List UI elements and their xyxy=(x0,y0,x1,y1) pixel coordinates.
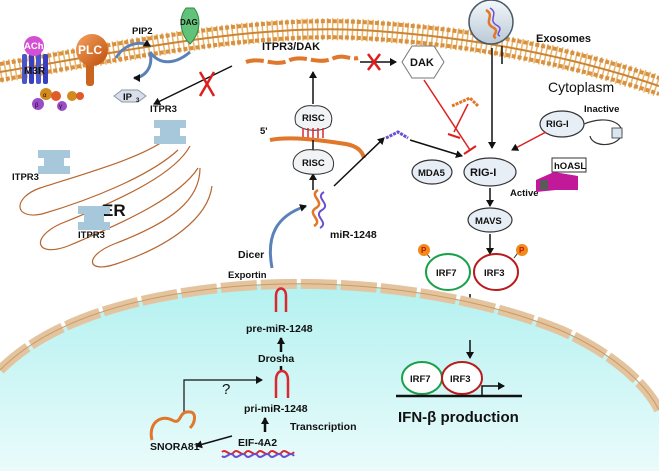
m3r-label: M3R xyxy=(24,66,46,77)
block-x-left xyxy=(198,71,216,97)
risc-label-lower: RISC xyxy=(302,158,325,169)
active-label: Active xyxy=(510,188,539,199)
eif4a2-label: EIF-4A2 xyxy=(238,437,277,449)
free-mirna-2 xyxy=(385,130,409,140)
m3r-receptor: M3R xyxy=(22,52,48,84)
mir-to-cytoplasm-arrow xyxy=(333,137,385,187)
free-mirna-1 xyxy=(451,96,480,108)
pip2-label: PIP2 xyxy=(132,26,153,37)
rigi-inactive-label: RIG-I xyxy=(546,119,569,130)
pre-mir-label: pre-miR-1248 xyxy=(246,323,313,335)
ip3-subscript: 3 xyxy=(136,98,140,104)
dicer-arrow xyxy=(268,204,307,269)
rigi-inactive: RIG-I xyxy=(539,110,623,146)
plc-label: PLC xyxy=(78,43,102,57)
ach-ligand: ACh xyxy=(24,36,44,56)
rigi-active-label: RIG-I xyxy=(470,167,496,179)
irf7-phospho-label: P xyxy=(421,246,427,255)
ip3-molecule: IP 3 xyxy=(113,89,147,104)
itpr3-dak-label: ITPR3/DAK xyxy=(262,41,320,53)
endoplasmic-reticulum xyxy=(19,139,213,268)
mirna-inhibit-line xyxy=(453,103,469,133)
pip2-arrow xyxy=(114,39,151,59)
drosha-label: Drosha xyxy=(258,353,294,365)
dag-label: DAG xyxy=(180,18,198,27)
mda5-label: MDA5 xyxy=(418,168,446,179)
irf3-nucleus: IRF3 xyxy=(441,361,483,395)
g-alpha-label: α xyxy=(43,93,47,99)
transcription-start-arrow xyxy=(481,382,505,396)
irf7-nuc-label: IRF7 xyxy=(410,374,431,385)
itpr3-label-top: ITPR3 xyxy=(150,104,177,115)
irf3-label: IRF3 xyxy=(484,268,505,279)
mavs-label: MAVS xyxy=(475,216,502,227)
itpr3-channel-bottom: ITPR3 xyxy=(78,206,110,241)
ifn-production-label: IFN-β production xyxy=(398,409,519,426)
ip3-label: IP xyxy=(123,92,133,103)
block-x-mid xyxy=(367,53,381,71)
mir1248-label: miR-1248 xyxy=(330,229,377,241)
irf3-nuc-label: IRF3 xyxy=(450,374,471,385)
exportin-pore-hairpin xyxy=(274,287,288,312)
exportin-label: Exportin xyxy=(228,270,267,281)
pri-mir-hairpin xyxy=(274,369,290,398)
mavs-protein: MAVS xyxy=(467,207,513,233)
eif4a2-dna xyxy=(221,450,295,458)
transcription-label: Transcription xyxy=(290,421,357,433)
risc-complex-upper: RISC xyxy=(294,105,333,138)
risc-label-upper: RISC xyxy=(302,113,325,124)
pri-mir-label: pri-miR-1248 xyxy=(244,403,308,415)
hoasl-protein: hOASL xyxy=(536,157,587,192)
mir1248-duplex xyxy=(311,188,327,229)
inactive-label: Inactive xyxy=(584,104,619,115)
question-mark: ? xyxy=(222,381,230,398)
exosome-vesicle xyxy=(468,0,514,45)
itpr3-label-bottom: ITPR3 xyxy=(78,230,105,241)
g-gamma-label: γ xyxy=(59,104,62,110)
snora81-to-pri-arrow xyxy=(183,376,263,412)
irf7-nucleus: IRF7 xyxy=(401,361,443,395)
mda5-protein: MDA5 xyxy=(411,159,453,185)
snora81-label: SNORA81 xyxy=(150,441,200,453)
dak-protein: DAK xyxy=(401,45,445,79)
g-beta-label: β xyxy=(35,103,39,109)
snora81-rna xyxy=(149,410,196,441)
risc-complex-lower: RISC xyxy=(292,149,334,175)
itpr3-channel-left: ITPR3 xyxy=(12,150,70,183)
exosomes-label: Exosomes xyxy=(536,33,591,45)
plasma-membrane xyxy=(0,18,659,97)
itpr3-channel-top: ITPR3 xyxy=(150,104,186,144)
rigi-active: RIG-I xyxy=(463,157,517,187)
irf7-cytoplasm: IRF7 P xyxy=(418,244,471,291)
mirna-to-rigi-arrow xyxy=(409,139,463,159)
target-mrna xyxy=(269,136,366,159)
plc-enzyme: PLC xyxy=(76,34,108,86)
g-protein: α β γ xyxy=(32,88,84,111)
irf7-label: IRF7 xyxy=(436,268,457,279)
dak-label: DAK xyxy=(410,57,434,69)
five-prime-label: 5' xyxy=(260,126,268,137)
dak-inhibits-rigi xyxy=(423,79,471,151)
irf3-phospho-label: P xyxy=(519,246,525,255)
eif-to-snora-arrow xyxy=(195,435,233,449)
itpr3-dak-mrna xyxy=(245,54,359,65)
inactive-to-active-arrow xyxy=(511,131,547,151)
hoasl-label: hOASL xyxy=(554,161,586,172)
ach-label: ACh xyxy=(24,41,44,52)
er-label: ER xyxy=(102,201,126,220)
irf3-cytoplasm: IRF3 P xyxy=(473,244,528,291)
dag-molecule: DAG xyxy=(180,7,200,45)
itpr3-label-left: ITPR3 xyxy=(12,172,39,183)
ip3-release-arrow xyxy=(148,50,191,64)
dicer-label: Dicer xyxy=(238,249,264,261)
itpr3-dak-to-ip3-arrow xyxy=(153,65,233,105)
cytoplasm-label: Cytoplasm xyxy=(548,79,614,95)
nucleus xyxy=(0,278,659,471)
